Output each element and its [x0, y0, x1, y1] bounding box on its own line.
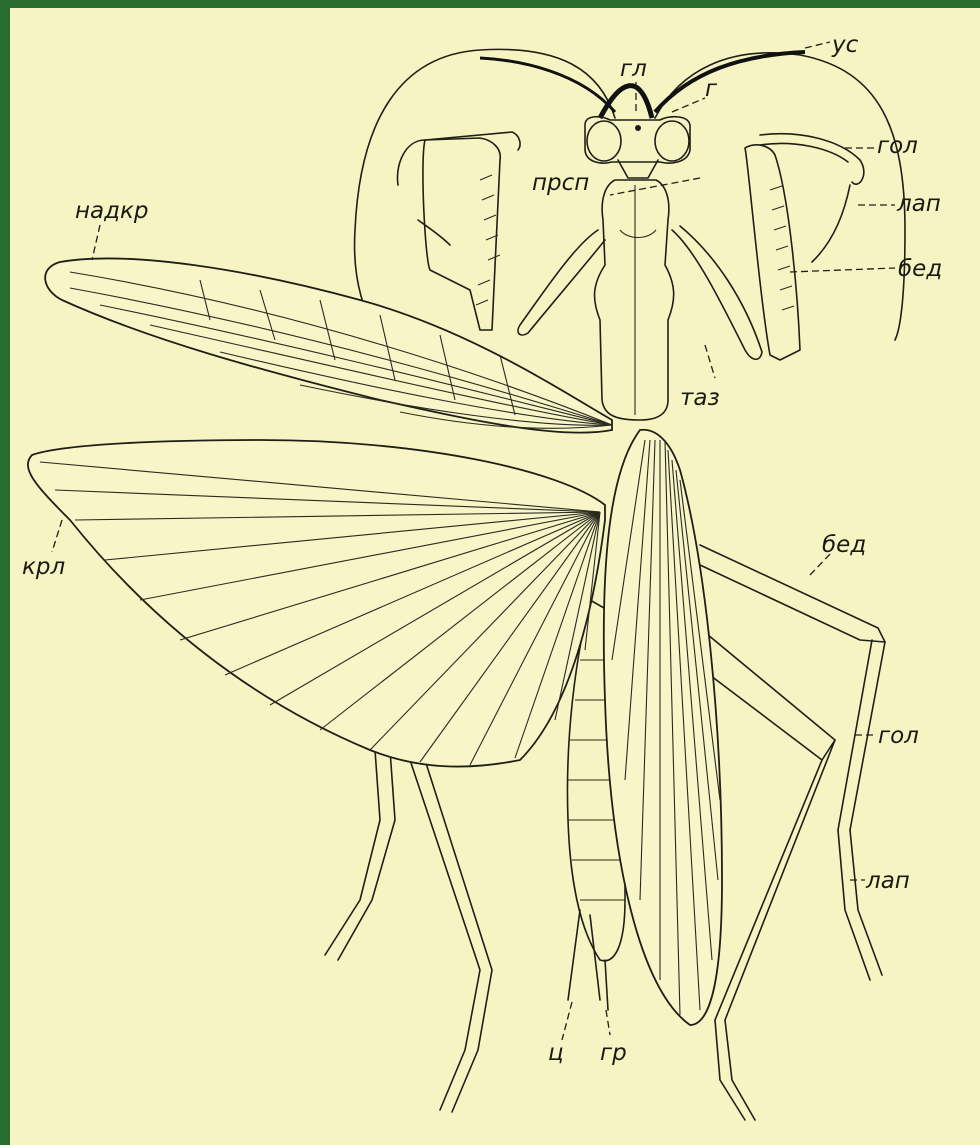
right-eye — [655, 121, 689, 161]
left-tibia — [397, 132, 520, 185]
label-hindwing: крл — [22, 554, 65, 580]
right-antenna — [655, 53, 905, 340]
right-mid-tarsus — [715, 1020, 755, 1120]
left-femur — [423, 138, 500, 330]
label-antenna: ус — [831, 32, 859, 58]
pronotum — [595, 180, 674, 420]
tegmen — [45, 258, 612, 432]
label-ocellus: г — [705, 76, 718, 102]
label-tibia-hind: гол — [878, 723, 919, 749]
label-tarsus-hind: лап — [865, 868, 910, 894]
label-coxa: таз — [680, 385, 720, 411]
right-tarsus — [812, 185, 850, 262]
left-eye — [587, 121, 621, 161]
left-hind-leg — [410, 760, 492, 1112]
label-tarsus-fore: лап — [896, 191, 941, 217]
label-subgenital-plate: гр — [600, 1040, 627, 1066]
hindwing — [28, 440, 605, 767]
left-coxa — [518, 230, 605, 335]
label-cercus: ц — [548, 1040, 564, 1066]
right-mid-tibia — [715, 740, 835, 1020]
subgenital-plate — [605, 960, 608, 1010]
label-tibia-fore: гол — [877, 133, 918, 159]
head — [585, 117, 690, 163]
right-hind-femur — [700, 545, 885, 642]
right-hind-tarsus — [838, 830, 882, 980]
antenna-bases — [600, 86, 652, 118]
label-femur-hind: бед — [822, 532, 866, 558]
label-compound-eye: гл — [620, 56, 647, 82]
right-coxa — [672, 226, 762, 359]
label-femur-fore: бед — [898, 256, 942, 282]
label-pronotum: прсп — [532, 170, 589, 196]
label-tegmen: надкр — [75, 198, 149, 224]
cercus — [568, 910, 600, 1000]
ocellus-dot — [635, 125, 641, 131]
left-mid-leg — [325, 750, 395, 960]
